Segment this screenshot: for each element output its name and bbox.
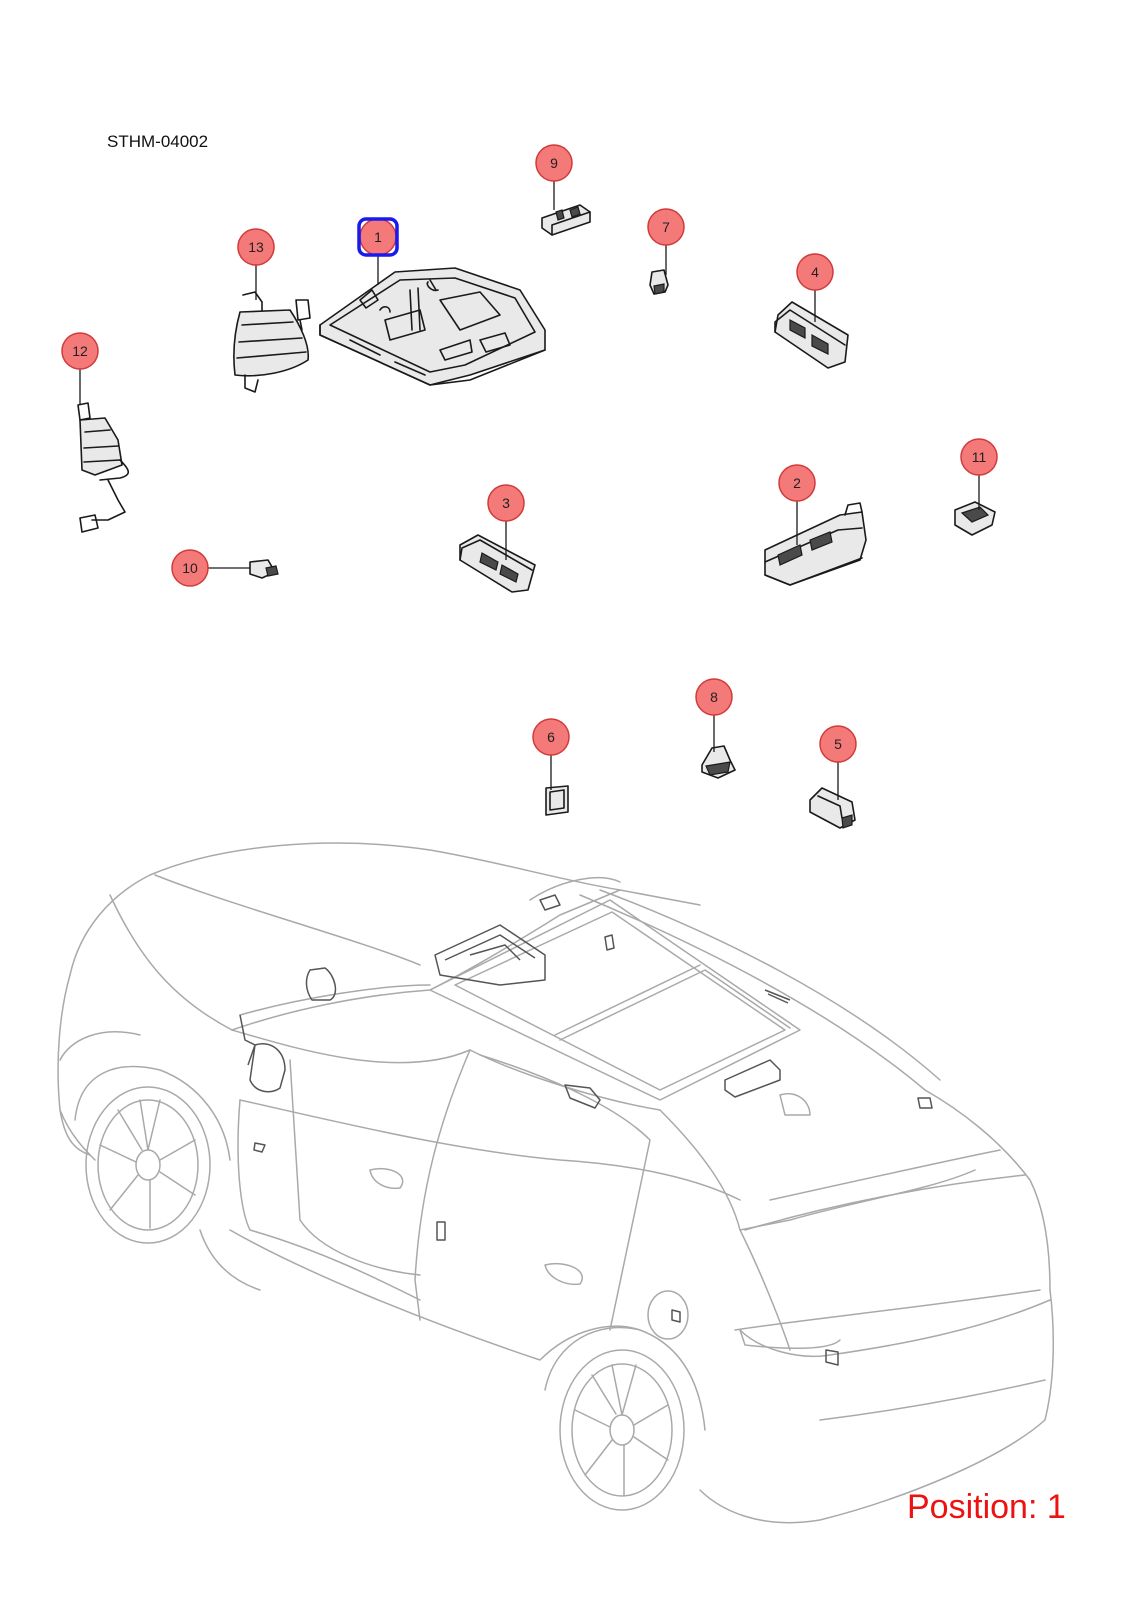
callout-3[interactable]: 3 [487,484,525,522]
callout-1[interactable]: 1 [357,217,399,257]
callout-9[interactable]: 9 [535,144,573,182]
front-wheel [85,1086,211,1244]
callout-8[interactable]: 8 [695,678,733,716]
callout-13-label: 13 [248,239,264,255]
callout-7-label: 7 [662,219,670,235]
part-rain-sensor [233,291,311,393]
selected-highlight [357,217,399,257]
callout-6-label: 6 [547,729,555,745]
part-lamp-8 [701,745,736,779]
callout-3-label: 3 [502,495,510,511]
installed-lamp-f [825,1349,839,1366]
callout-9-label: 9 [550,155,558,171]
callout-4-label: 4 [811,264,819,280]
callout-7[interactable]: 7 [647,208,685,246]
installed-parts [239,894,933,1366]
callout-10[interactable]: 10 [171,549,209,587]
part-switch-4 [774,301,849,369]
callout-11-label: 11 [972,449,987,465]
installed-lamp-e [671,1309,681,1323]
callout-12-label: 12 [72,343,88,359]
callout-1-label: 1 [374,229,382,245]
part-lamp-11 [954,501,996,536]
installed-sensor [305,967,337,1001]
installed-harness [239,1014,256,1066]
installed-switch-mid [564,1084,601,1109]
vehicle-outline [57,842,1055,1524]
installed-lamp-d [253,1142,266,1153]
callout-5-label: 5 [834,736,842,752]
rear-wheel [559,1349,685,1511]
part-lamp-6 [545,785,569,816]
callout-8-label: 8 [710,689,718,705]
part-sensor-cable [77,402,130,533]
installed-lamp-c [436,1221,446,1241]
part-switch-2 [764,502,867,586]
callout-5[interactable]: 5 [819,725,857,763]
installed-rail-strip [764,989,791,1004]
callout-11[interactable]: 11 [960,438,998,476]
callout-2-label: 2 [793,475,801,491]
installed-switch-a [539,894,561,911]
part-switch-9 [541,204,591,236]
callout-6[interactable]: 6 [532,718,570,756]
position-indicator: Position: 1 [907,1488,1066,1526]
part-connector-10 [249,559,279,579]
callout-2[interactable]: 2 [778,464,816,502]
leader-lines [79,181,980,800]
document-code: STHM-04002 [107,132,209,151]
part-switch-3 [459,534,536,593]
part-clip-7 [649,269,669,295]
part-overhead-console [319,267,546,386]
callout-10-label: 10 [182,560,198,576]
part-module-5 [809,787,856,829]
installed-switch-b [604,934,615,951]
callout-13[interactable]: 13 [237,228,275,266]
callout-4[interactable]: 4 [796,253,834,291]
callout-12[interactable]: 12 [61,332,99,370]
installed-switch-rear [724,1059,781,1098]
installed-lamp-g [917,1097,933,1109]
installed-overhead-console [434,924,546,986]
